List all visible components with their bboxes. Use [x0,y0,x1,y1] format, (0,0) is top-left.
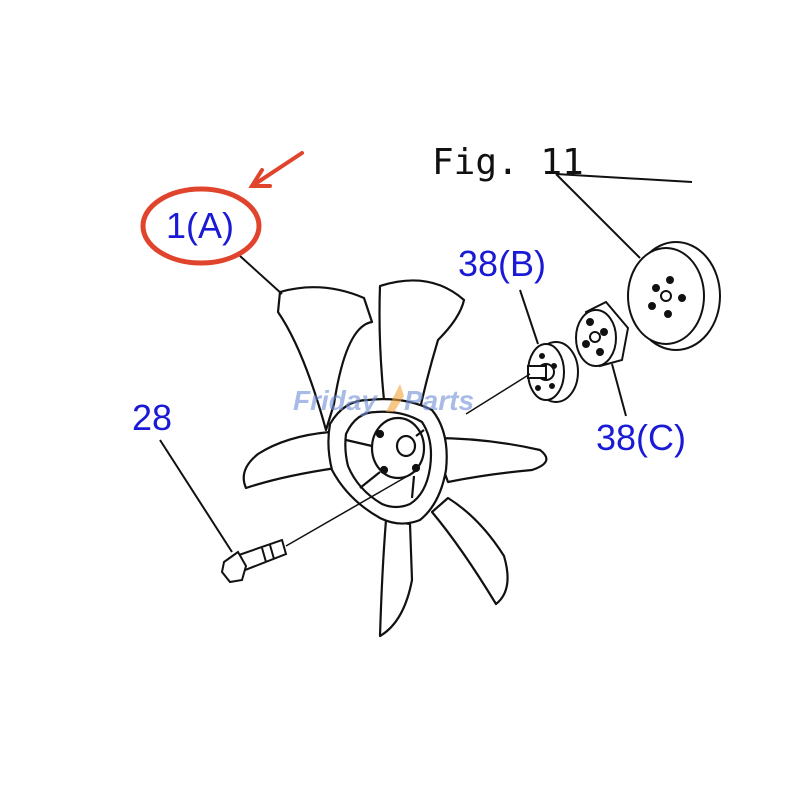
highlight-arrow [248,151,304,188]
callout-label-fan: 1(A) [166,205,234,246]
callout-leaders [159,255,627,553]
pulley-drawing [627,241,721,351]
fan-blade-bottom-right [430,496,509,606]
watermark: Friday Parts [293,384,474,416]
fan-drawing [242,279,548,638]
figure-title: Fig. 11 [432,142,584,183]
figure-reference-leader [555,173,693,259]
bolt-axis-line [285,469,419,547]
spacer-axis-line [465,373,531,415]
callout-label-bolt: 28 [132,397,172,438]
fan-blade-top-left [276,286,374,432]
spacer-c-drawing [575,300,630,368]
highlight-ring [140,186,262,266]
bolt-drawing [220,538,288,584]
watermark-left-text: Friday [293,385,378,416]
callout-label-spacer-c: 38(C) [596,417,686,458]
fan-blade-left [242,430,338,490]
watermark-right-text: Parts [404,385,474,416]
fan-blade-bottom-left [378,518,414,638]
fan-blade-top [378,279,466,420]
watermark-accent-shape [386,384,404,412]
callout-label-spacer-b: 38(B) [458,243,546,284]
fan-blade-right [430,436,548,484]
spacer-b-drawing [527,341,579,403]
